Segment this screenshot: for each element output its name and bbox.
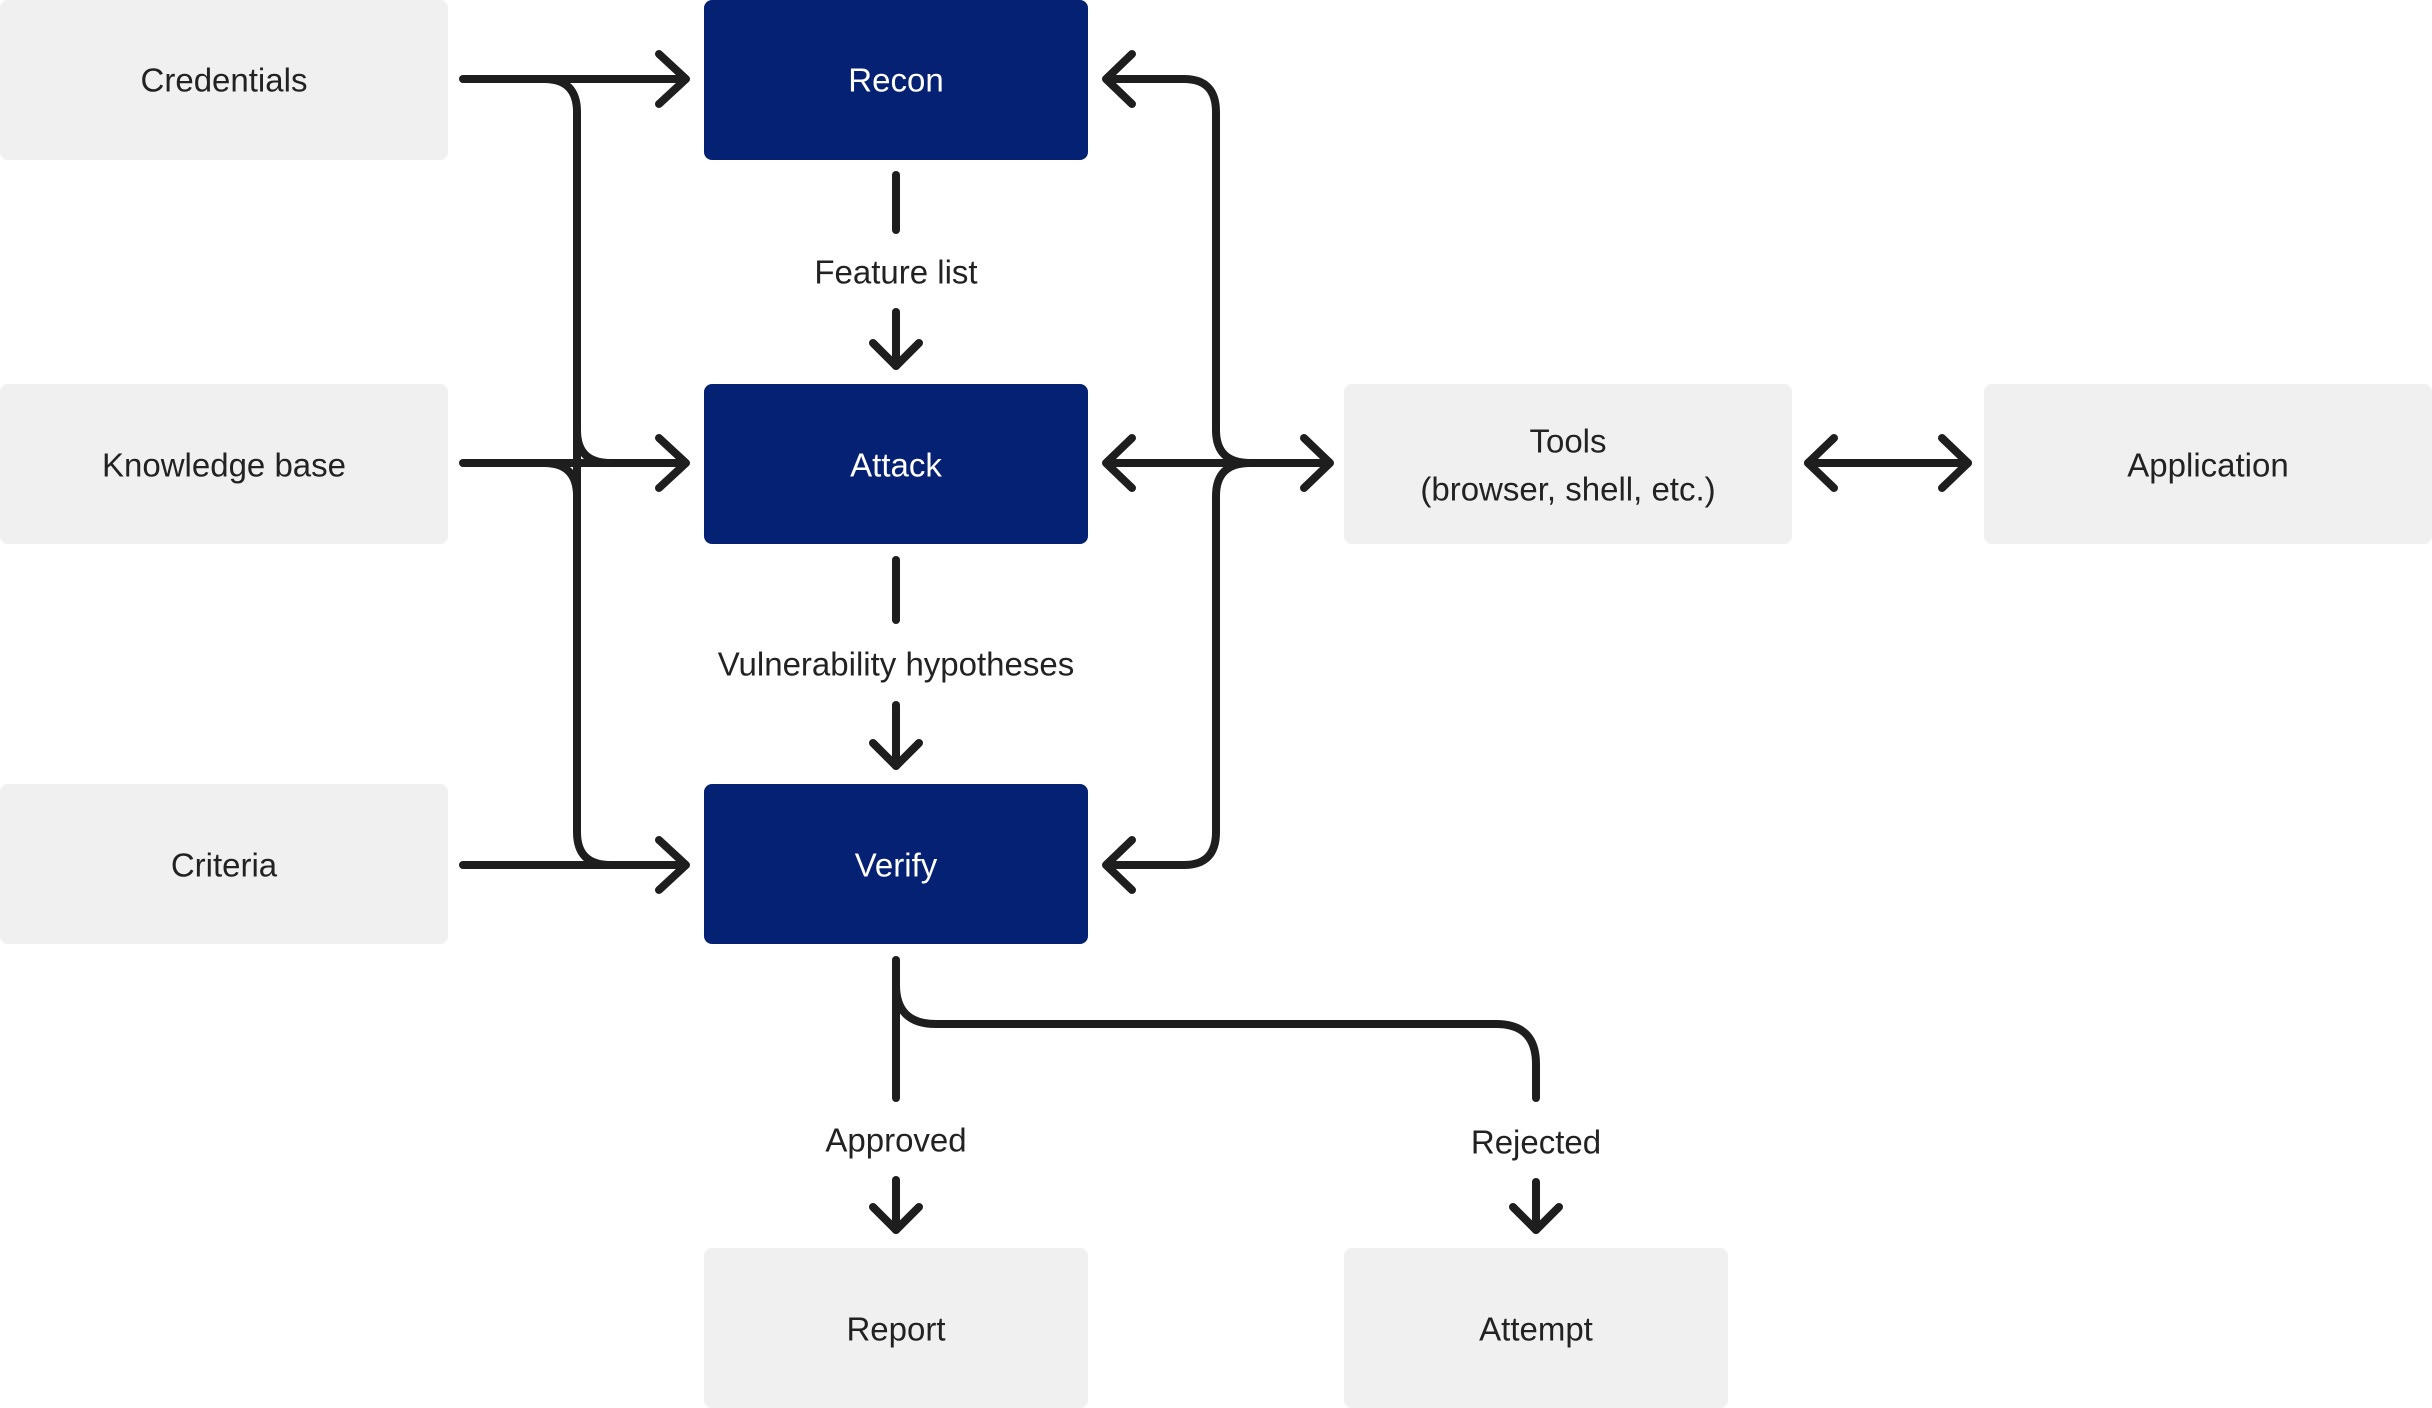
tools-left-arrowhead [1300,434,1334,492]
report-label: Report [846,1311,945,1348]
verify-to-rejected-line [892,981,1540,1102]
application-node: Application [1984,384,2432,544]
credentials-node: Credentials [0,0,448,160]
right-bus-lower-line [1104,459,1254,869]
recon-left-arrowhead [655,50,690,108]
hypotheses-arrowhead [869,739,923,770]
report-box [704,1248,1088,1408]
recon-box [704,0,1088,160]
bus-to-attack-curve [573,426,614,467]
tools-subtitle: (browser, shell, etc.) [1420,471,1715,508]
tools-title: Tools [1529,423,1606,460]
application-left-arrowhead [1938,434,1972,492]
recon-stage: Recon [704,0,1088,160]
verify-stage: Verify [704,784,1088,944]
attempt-label: Attempt [1479,1311,1593,1348]
right-bus-upper-line [1104,75,1254,467]
attack-stage: Attack [704,384,1088,544]
vulnerability-hypotheses-edge-label: Vulnerability hypotheses [718,646,1075,683]
attack-box [704,384,1088,544]
verify-right-arrowhead [1102,836,1136,894]
attempt-box [1344,1248,1728,1408]
attempt-node: Attempt [1344,1248,1728,1408]
recon-label: Recon [848,62,943,99]
knowledge-base-to-bus-curve [540,459,581,500]
verify-box [704,784,1088,944]
criteria-label: Criteria [171,847,278,884]
tools-box [1344,384,1792,544]
feature-list-edge-label: Feature list [814,254,977,291]
connectors [459,50,1972,1234]
credentials-label: Credentials [141,62,308,99]
approved-arrowhead [869,1203,923,1234]
rejected-arrowhead [1509,1203,1563,1234]
tools-right-arrowhead [1804,434,1838,492]
approved-edge-label: Approved [825,1122,966,1159]
recon-right-arrowhead [1102,50,1136,108]
attack-left-arrowhead [655,434,690,492]
criteria-box [0,784,448,944]
credentials-box [0,0,448,160]
attack-label: Attack [850,447,942,484]
feature-list-arrowhead [869,339,923,370]
application-box [1984,384,2432,544]
left-bus-line [540,75,614,869]
application-label: Application [2127,447,2288,484]
attack-right-arrowhead [1102,434,1136,492]
knowledge-base-node: Knowledge base [0,384,448,544]
tools-node: Tools (browser, shell, etc.) [1344,384,1792,544]
verify-left-arrowhead [655,836,690,894]
verify-label: Verify [855,847,938,884]
knowledge-base-box [0,384,448,544]
rejected-edge-label: Rejected [1471,1124,1601,1161]
knowledge-base-label: Knowledge base [102,447,346,484]
criteria-node: Criteria [0,784,448,944]
report-node: Report [704,1248,1088,1408]
